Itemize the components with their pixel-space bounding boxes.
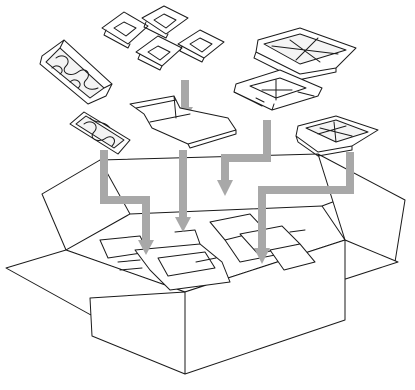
power-cord-bag bbox=[70, 112, 130, 154]
ink-bag-3 bbox=[136, 36, 182, 70]
paper-tray bbox=[234, 70, 322, 110]
ink-bag-4 bbox=[178, 30, 224, 62]
telephone-cord-bag bbox=[40, 40, 112, 104]
carton-front-face bbox=[90, 292, 185, 374]
ink-bag-2 bbox=[142, 6, 188, 38]
output-tray bbox=[296, 116, 378, 156]
ink-cartridge-bags bbox=[102, 6, 224, 70]
ink-bag-1 bbox=[102, 12, 148, 48]
paper-tray-cover-bag bbox=[254, 28, 356, 80]
